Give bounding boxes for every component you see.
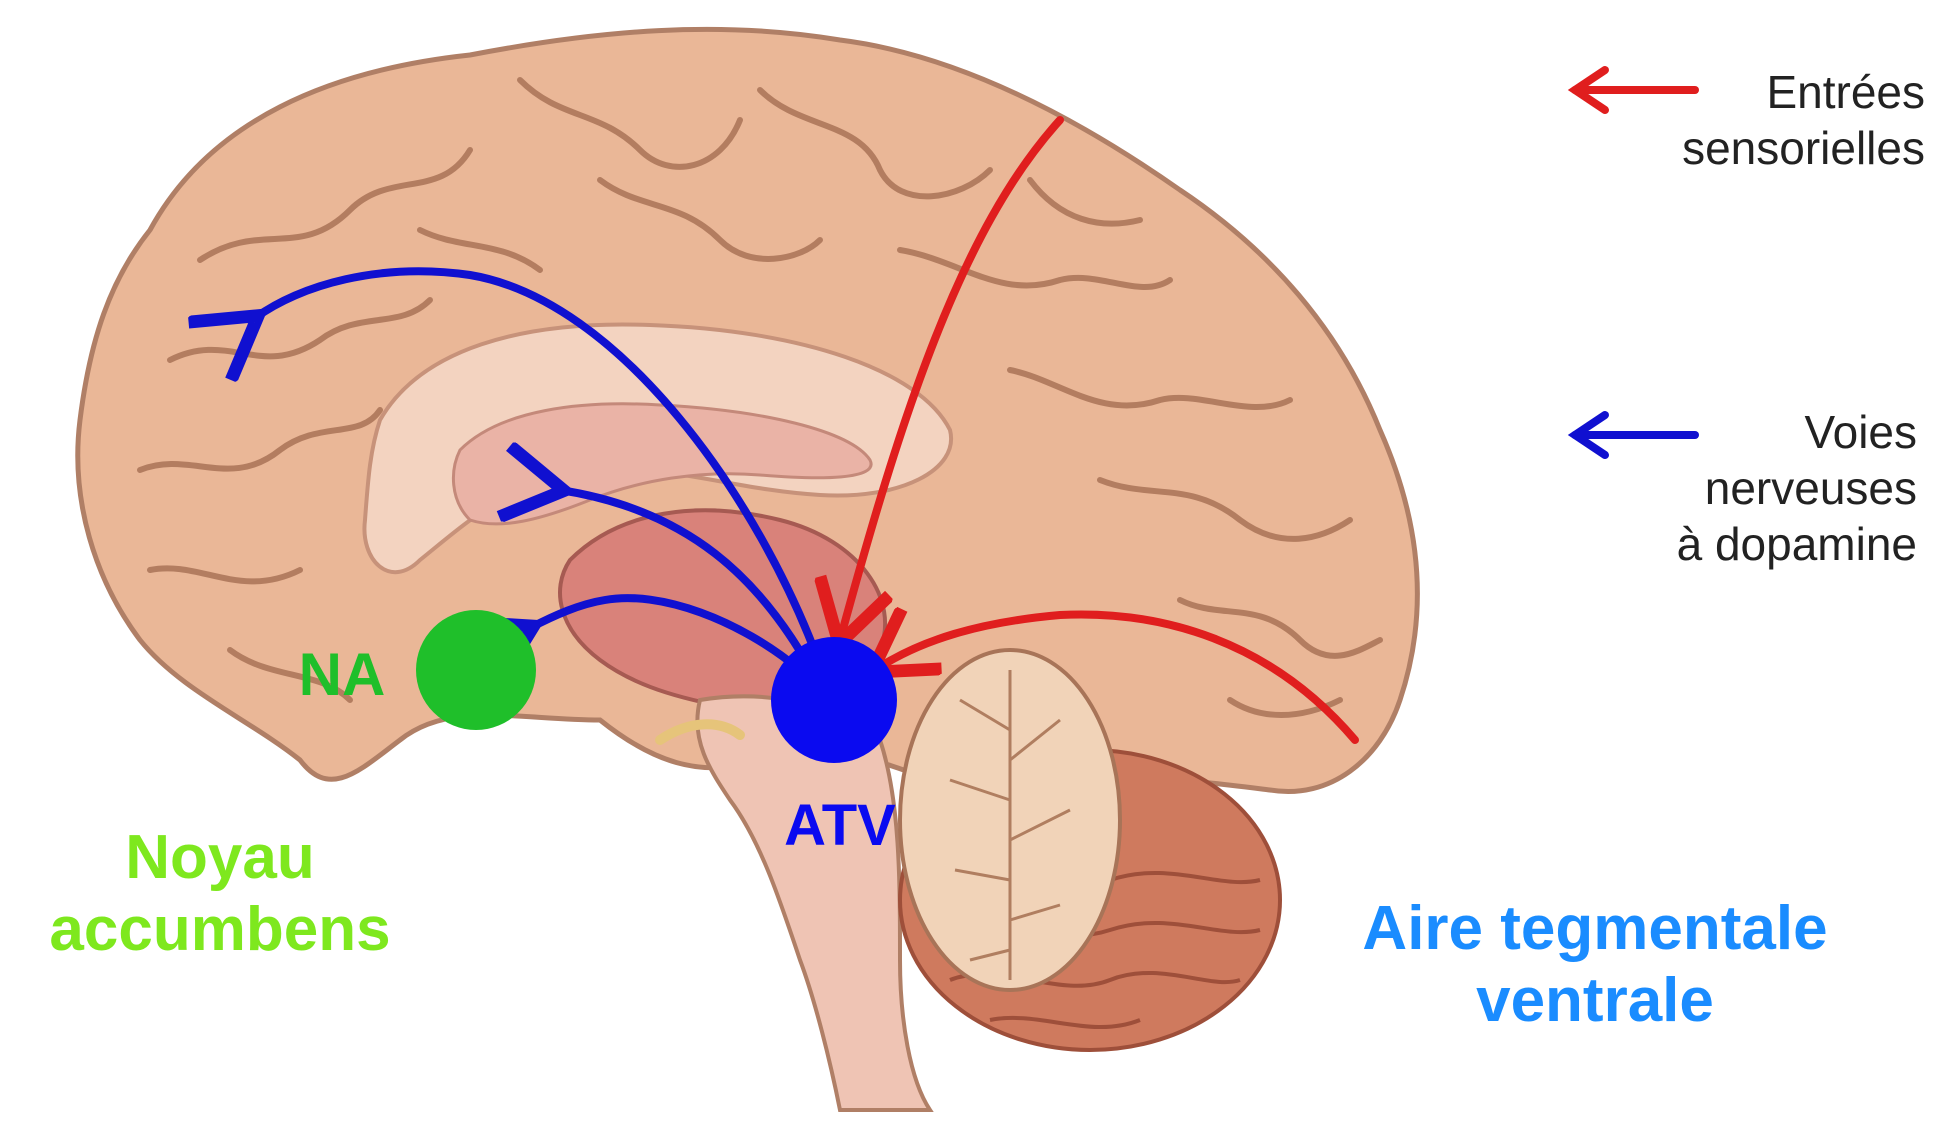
noyau-line2: accumbens	[20, 894, 420, 966]
legend-pathways: Voies nerveuses à dopamine	[1677, 404, 1917, 572]
aire-line1: Aire tegmentale	[1295, 893, 1895, 965]
legend-inputs-line1: Entrées	[1682, 64, 1925, 120]
noyau-accumbens-label: Noyau accumbens	[20, 822, 420, 966]
legend-arrows	[1575, 70, 1695, 455]
na-marker	[416, 610, 536, 730]
aire-tegmentale-label: Aire tegmentale ventrale	[1295, 893, 1895, 1037]
na-label: NA	[299, 641, 386, 708]
legend-inputs: Entrées sensorielles	[1682, 64, 1925, 176]
noyau-line1: Noyau	[20, 822, 420, 894]
atv-label: ATV	[784, 793, 896, 858]
aire-line2: ventrale	[1295, 965, 1895, 1037]
atv-marker	[771, 637, 897, 763]
legend-inputs-line2: sensorielles	[1682, 120, 1925, 176]
legend-pathways-line1: Voies	[1677, 404, 1917, 460]
legend-pathways-line3: à dopamine	[1677, 516, 1917, 572]
legend-pathways-line2: nerveuses	[1677, 460, 1917, 516]
